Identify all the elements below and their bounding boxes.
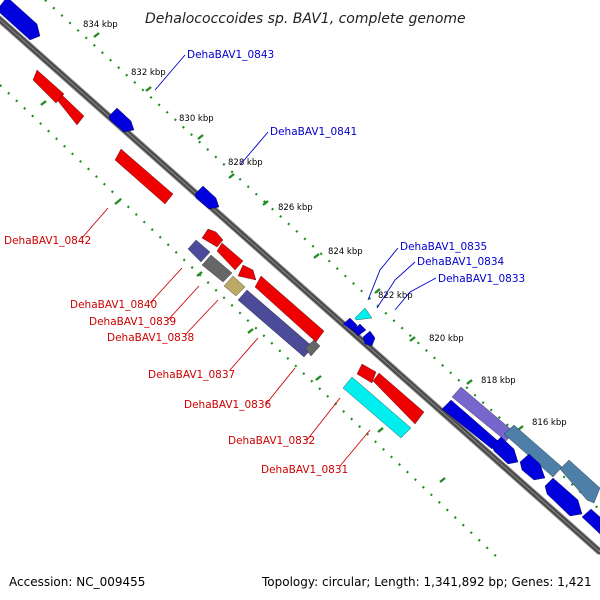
gene-0837[interactable] [254, 275, 325, 343]
reverse-strand-genes [32, 69, 425, 439]
gene-0838r[interactable] [237, 264, 257, 281]
gene-0836b[interactable] [304, 339, 321, 357]
gene-0842[interactable] [114, 148, 174, 205]
gene-label-0839[interactable]: DehaBAV1_0839 [89, 316, 176, 328]
accession-text: Accession: NC_009455 [9, 575, 145, 589]
scale-label-832: 832 kbp [131, 68, 166, 78]
gene-0825[interactable] [559, 459, 600, 504]
scale-label-824: 824 kbp [328, 247, 363, 257]
gene-0833[interactable] [362, 330, 376, 347]
gene-0834[interactable] [354, 307, 373, 321]
map-title: Dehalococcoides sp. BAV1, complete genom… [145, 11, 466, 27]
leader-lines-reverse [81, 207, 371, 467]
gene-label-0832[interactable]: DehaBAV1_0832 [228, 435, 315, 447]
upper-tick-track [44, 0, 600, 511]
gene-0840r[interactable] [201, 228, 224, 248]
scale-label-816: 816 kbp [532, 418, 567, 428]
gene-label-0843[interactable]: DehaBAV1_0843 [187, 49, 274, 61]
tick-tracks [0, 0, 600, 561]
gene-label-0837[interactable]: DehaBAV1_0837 [148, 369, 235, 381]
gene-0832r[interactable] [356, 363, 377, 384]
gene-0833a[interactable] [352, 323, 367, 337]
gene-0831[interactable] [342, 376, 412, 439]
gene-0843[interactable] [108, 107, 135, 133]
gene-label-0841[interactable]: DehaBAV1_0841 [270, 126, 357, 138]
gene-label-0836[interactable]: DehaBAV1_0836 [184, 399, 272, 411]
gene-label-0840[interactable]: DehaBAV1_0840 [70, 299, 157, 311]
scale-label-828: 828 kbp [228, 158, 263, 168]
scale-label-818: 818 kbp [481, 376, 516, 386]
gene-0828[interactable] [491, 436, 519, 465]
scale-label-834: 834 kbp [83, 20, 118, 30]
topology-text: Topology: circular; Length: 1,341,892 bp… [261, 575, 592, 589]
gene-0845[interactable] [32, 69, 65, 104]
gene-0826[interactable] [519, 453, 546, 481]
gene-label-0833[interactable]: DehaBAV1_0833 [438, 273, 525, 285]
gene-0824[interactable] [544, 477, 583, 517]
major-ticks [40, 32, 524, 483]
gene-0840[interactable] [216, 242, 244, 271]
gene-0840b[interactable] [187, 239, 211, 263]
lower-tick-track [0, 84, 501, 561]
gene-label-0838[interactable]: DehaBAV1_0838 [107, 332, 194, 344]
leader-lines-forward [154, 54, 437, 311]
gene-0832[interactable] [372, 372, 425, 425]
gene-0839[interactable] [201, 254, 233, 283]
gene-0844[interactable] [0, 0, 41, 41]
forward-strand-genes [0, 0, 600, 535]
gene-0844r[interactable] [57, 94, 85, 126]
scale-label-830: 830 kbp [179, 114, 214, 124]
scale-label-822: 822 kbp [378, 291, 413, 301]
gene-labels: DehaBAV1_0843 DehaBAV1_0841 DehaBAV1_083… [4, 49, 525, 476]
gene-0823[interactable] [581, 508, 600, 535]
scale-label-820: 820 kbp [429, 334, 464, 344]
gene-label-0831[interactable]: DehaBAV1_0831 [261, 464, 348, 476]
genome-backbone [0, 15, 600, 555]
gene-0838[interactable] [223, 275, 246, 297]
gene-label-0835[interactable]: DehaBAV1_0835 [400, 241, 487, 253]
gene-label-0834[interactable]: DehaBAV1_0834 [417, 256, 505, 268]
scale-labels: 834 kbp 832 kbp 830 kbp 828 kbp 826 kbp … [83, 20, 567, 428]
gene-0835[interactable] [342, 317, 358, 333]
scale-label-826: 826 kbp [278, 203, 313, 213]
gene-0841[interactable] [194, 185, 220, 210]
gene-label-0842[interactable]: DehaBAV1_0842 [4, 235, 91, 247]
